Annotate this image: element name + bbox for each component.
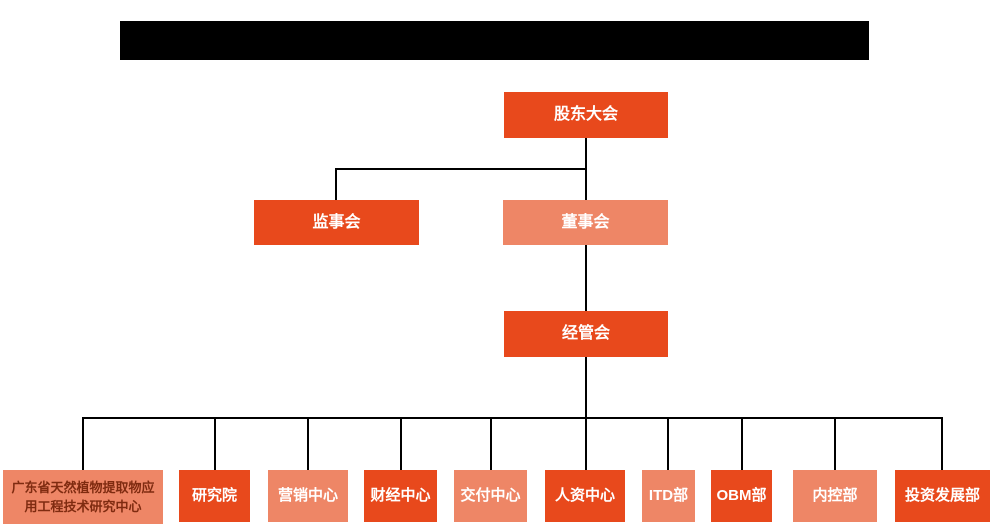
org-node-marketing-center: 营销中心 [268, 470, 348, 522]
org-node-management-committee: 经管会 [504, 311, 668, 357]
connector-drop-finance-center [400, 417, 402, 470]
connector-to-supervisory-board [335, 168, 337, 200]
connector-management-to-departments [585, 357, 587, 418]
connector-drop-marketing-center [307, 417, 309, 470]
connector-drop-investment-dev-dept [941, 417, 943, 470]
connector-drop-research-institute [214, 417, 216, 470]
org-node-supervisory-board: 监事会 [254, 200, 419, 245]
connector-horizontal-level2 [335, 168, 587, 170]
connector-drop-itd-dept [667, 417, 669, 470]
org-node-research-institute: 研究院 [179, 470, 250, 522]
connector-drop-delivery-center [490, 417, 492, 470]
org-node-itd-dept: ITD部 [642, 470, 695, 522]
connector-drop-obm-dept [741, 417, 743, 470]
org-node-investment-dev-dept: 投资发展部 [895, 470, 990, 522]
connector-drop-research-center [82, 417, 84, 470]
connector-drop-internal-control-dept [834, 417, 836, 470]
org-node-board-of-directors: 董事会 [503, 200, 668, 245]
org-node-research-center: 广东省天然植物提取物应用工程技术研究中心 [3, 470, 163, 524]
org-node-hr-center: 人资中心 [545, 470, 625, 522]
connector-horizontal-departments [82, 417, 943, 419]
org-node-obm-dept: OBM部 [711, 470, 772, 522]
connector-drop-hr-center [585, 417, 587, 470]
connector-board-to-management [585, 245, 587, 311]
redacted-title-bar [120, 21, 869, 60]
org-node-internal-control-dept: 内控部 [793, 470, 877, 522]
org-node-shareholders-meeting: 股东大会 [504, 92, 668, 138]
org-node-finance-center: 财经中心 [364, 470, 437, 522]
org-node-delivery-center: 交付中心 [454, 470, 527, 522]
